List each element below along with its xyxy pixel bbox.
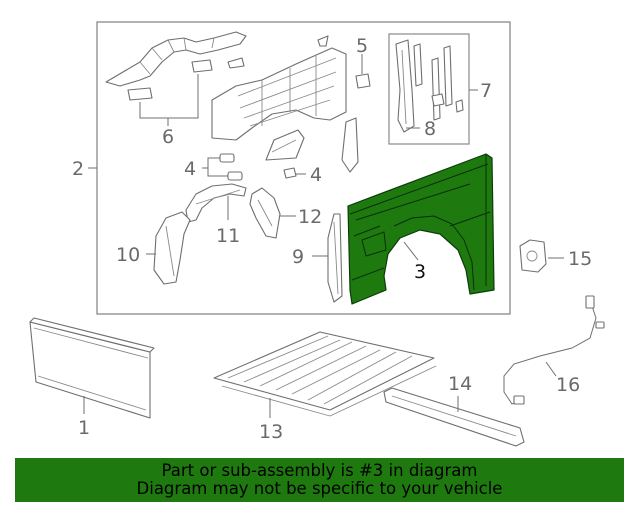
- callout-7: 7: [480, 80, 492, 102]
- callout-1: 1: [78, 417, 90, 439]
- callout-4a: 4: [184, 158, 196, 180]
- callout-12: 12: [298, 206, 322, 228]
- part-2-drawing: [211, 35, 359, 173]
- info-banner: Part or sub-assembly is #3 in diagram Di…: [15, 458, 624, 502]
- callout-5: 5: [356, 35, 368, 57]
- part-15-drawing: [519, 239, 547, 273]
- part-16-drawing: [503, 295, 605, 405]
- part-1-drawing: [29, 317, 155, 419]
- callout-14: 14: [448, 373, 472, 395]
- part-5-drawing: [355, 73, 371, 89]
- callout-2: 2: [72, 158, 84, 180]
- part-11-drawing: [185, 183, 247, 223]
- parts-diagram: 1 2 3 4 4 5 6 7 8 9 10 11 12 13 14 15 16: [29, 21, 605, 447]
- sub-assembly-box: [388, 33, 470, 145]
- callout-10: 10: [116, 244, 140, 266]
- callout-3-leader: [403, 241, 419, 261]
- callout-6-leader: [139, 74, 199, 119]
- callout-4b: 4: [310, 164, 322, 186]
- callout-13: 13: [259, 421, 283, 443]
- part-3-drawing: [347, 153, 495, 305]
- callout-16: 16: [556, 374, 580, 396]
- part-7-8-drawing: [395, 39, 464, 133]
- banner-line-1: Part or sub-assembly is #3 in diagram: [161, 461, 478, 480]
- part-13-drawing: [213, 331, 437, 417]
- part-4-drawing: [219, 153, 297, 181]
- callout-9: 9: [292, 246, 304, 268]
- part-10-drawing: [153, 211, 191, 285]
- banner-line-2: Diagram may not be specific to your vehi…: [136, 479, 503, 498]
- callout-11: 11: [216, 225, 240, 247]
- callout-3: 3: [414, 261, 426, 283]
- part-6-drawing: [105, 31, 247, 101]
- callout-6: 6: [162, 126, 174, 148]
- callout-8: 8: [424, 118, 436, 140]
- part-9-drawing: [327, 213, 343, 303]
- callout-15: 15: [568, 248, 592, 270]
- part-14-drawing: [383, 387, 525, 447]
- part-12-drawing: [249, 187, 281, 239]
